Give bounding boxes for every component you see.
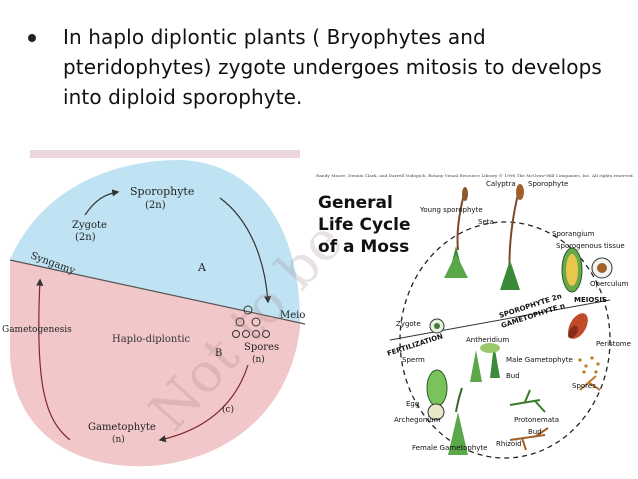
bullet-text: In haplo diplontic plants ( Bryophytes a… — [63, 22, 618, 112]
meiosis-label: MEIOSIS — [574, 296, 607, 304]
haplo-diplontic-label: Haplo-diplontic — [112, 334, 191, 345]
archegonium-detail — [427, 370, 447, 420]
gametophyte-ploidy-label: (n) — [112, 434, 125, 445]
antheridium-label: Antheridium — [466, 336, 509, 344]
rhizoid-label: Rhizoid — [496, 440, 522, 448]
archegonium-label: Archegonium — [394, 416, 441, 424]
spores-dots — [578, 356, 599, 373]
phase-a-label: A — [197, 261, 207, 274]
female-gametophyte-label: Female Gametophyte — [412, 444, 487, 452]
moss-title-line-3: of a Moss — [318, 237, 409, 257]
top-strip — [30, 150, 300, 158]
spores-label: Spores — [244, 342, 279, 353]
sporophyte-label: Sporophyte — [528, 180, 568, 188]
young-sporophyte-label: Young sporophyte — [419, 206, 483, 214]
bud-upper-label: Bud — [506, 372, 520, 380]
panel-label: (c) — [222, 404, 234, 415]
sporogenous-tissue-label: Sporogenous tissue — [556, 242, 625, 250]
egg-label: Egg — [406, 400, 419, 408]
meiosis-label: Meio — [280, 310, 305, 321]
sperm-label: Sperm — [402, 356, 425, 364]
figure-credit: Randy Moore, Dennis Clark, and Darrell V… — [316, 173, 634, 178]
fertilization-label: FERTILIZATION — [386, 332, 444, 358]
sporophyte-plant — [500, 184, 524, 290]
sporangium-label: Sporangium — [552, 230, 595, 238]
peristome-detail — [564, 310, 592, 342]
sporophyte-ploidy-label: (2n) — [145, 200, 166, 211]
young-sporophyte-plant — [444, 187, 468, 278]
haplo-diplontic-cycle-diagram: Not to be Sporophyte (2n) Zygote (2n) Sy… — [2, 150, 355, 466]
spores-ploidy-label: (n) — [252, 354, 265, 365]
zygote-cell — [430, 319, 444, 333]
moss-title-line-2: Life Cycle — [318, 215, 411, 235]
zygote-label: Zygote — [72, 220, 107, 231]
phase-b-label: B — [215, 348, 222, 359]
spores-label: Spores — [572, 382, 596, 390]
male-gametophyte-plant — [470, 343, 500, 382]
male-gametophyte-label: Male Gametophyte — [506, 356, 573, 364]
calyptra-label: Calyptra — [486, 180, 516, 188]
zygote-ploidy-label: (2n) — [75, 232, 96, 243]
gametophyte-label: Gametophyte — [88, 422, 156, 433]
seta-label: Seta — [478, 218, 494, 226]
figure-panel: Not to be Sporophyte (2n) Zygote (2n) Sy… — [0, 150, 638, 479]
zygote-label: Zygote — [396, 320, 421, 328]
bullet-point: In haplo diplontic plants ( Bryophytes a… — [28, 22, 618, 112]
operculum-label: Operculum — [590, 280, 629, 288]
gametogenesis-label: Gametogenesis — [2, 325, 72, 335]
peristome-label: Peristome — [596, 340, 631, 348]
bullet-marker — [28, 34, 36, 42]
moss-life-cycle-diagram: Randy Moore, Dennis Clark, and Darrell V… — [316, 173, 634, 458]
sporophyte-label: Sporophyte — [130, 185, 194, 198]
protonemata-label: Protonemata — [514, 416, 559, 424]
bud-lower-label: Bud — [528, 428, 542, 436]
moss-title-line-1: General — [318, 193, 393, 213]
